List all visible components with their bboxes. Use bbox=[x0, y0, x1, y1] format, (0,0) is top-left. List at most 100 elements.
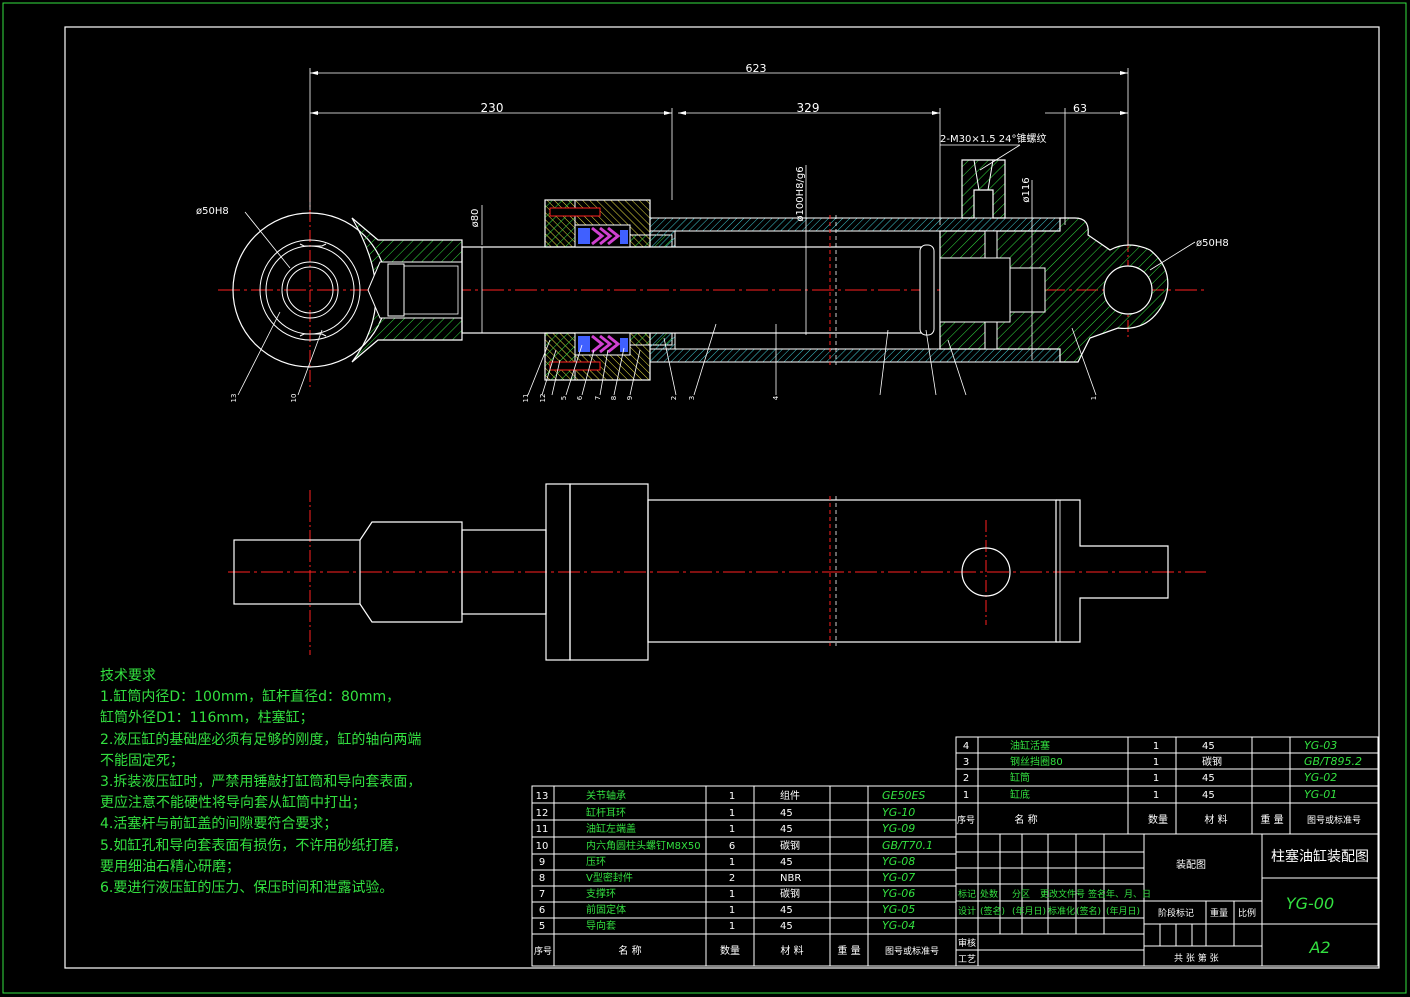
bom-cell: 45 bbox=[1202, 773, 1215, 784]
bom-cell: 导向套 bbox=[586, 919, 616, 932]
requirements-title: 技术要求 bbox=[100, 668, 156, 684]
bom-cell: 碳钢 bbox=[1202, 755, 1222, 768]
bom-cell: YG-04 bbox=[882, 919, 915, 932]
bom-cell: 1 bbox=[729, 905, 735, 916]
bom-cell: 1 bbox=[1153, 773, 1159, 784]
requirement-line: 6.要进行液压缸的压力、保压时间和泄露试验。 bbox=[100, 880, 394, 897]
bom-cell: 前固定体 bbox=[586, 903, 626, 916]
leader-label: 7 bbox=[594, 396, 602, 400]
bom-cell: YG-05 bbox=[882, 903, 915, 916]
bom-cell: 2 bbox=[963, 773, 969, 784]
dim-middle: 329 bbox=[797, 101, 820, 115]
bom-header: 重 量 bbox=[1260, 813, 1283, 826]
title-block-text: 标记 处数 分区 更改文件号 签名 年、月、日 设计 (签名) (年月日) 标准… bbox=[958, 848, 1369, 965]
leader-label: 5 bbox=[560, 396, 568, 400]
requirement-line: 5.如缸孔和导向套表面有损伤，不许用砂纸打磨， bbox=[100, 837, 408, 854]
leader-label: 10 bbox=[290, 394, 298, 403]
bom-cell: 内六角圆柱头螺钉M8X50 bbox=[586, 839, 701, 852]
bom-header: 重 量 bbox=[837, 944, 860, 957]
bom-cell: 45 bbox=[780, 921, 793, 932]
bom-cell: YG-07 bbox=[882, 871, 915, 884]
bom-cell: 1 bbox=[729, 824, 735, 835]
bom-cell: YG-08 bbox=[882, 855, 915, 868]
requirement-line: 不能固定死； bbox=[100, 752, 184, 769]
bom-cell: YG-03 bbox=[1304, 739, 1337, 752]
bom-cell: 支撑环 bbox=[586, 887, 616, 900]
bom-cell: 缸底 bbox=[1010, 788, 1030, 801]
bom-cell: GE50ES bbox=[882, 789, 925, 802]
bom-cell: 45 bbox=[780, 824, 793, 835]
tb-sheets: 共 张 第 张 bbox=[1174, 952, 1219, 964]
bom-cell: 7 bbox=[539, 889, 545, 900]
bom-cell: 6 bbox=[539, 905, 545, 916]
tb-r2-0: 设计 bbox=[958, 905, 976, 917]
bom-cell: 碳钢 bbox=[780, 839, 800, 852]
bom-cell: 12 bbox=[536, 808, 549, 819]
bom-cell: 压环 bbox=[586, 856, 606, 868]
technical-requirements: 技术要求 1.缸筒内径D：100mm，缸杆直径d：80mm， 缸筒外径D1：11… bbox=[100, 666, 421, 899]
dim-eye-right: ø50H8 bbox=[1196, 238, 1229, 249]
bom-left-table bbox=[531, 785, 957, 967]
bom-cell: 1 bbox=[729, 889, 735, 900]
bom-cell: 缸筒 bbox=[1010, 771, 1030, 784]
bom-cell: 45 bbox=[1202, 790, 1215, 801]
section-view: 623 230 329 63 2-M30×1.5 24°锥螺纹 ø50H8 ø5… bbox=[196, 62, 1229, 402]
dim-right: 63 bbox=[1073, 102, 1087, 115]
bom-cell: 1 bbox=[729, 921, 735, 932]
leader-label: 2 bbox=[670, 396, 678, 400]
leader-label: 11 bbox=[522, 394, 530, 403]
bom-cell: YG-01 bbox=[1304, 788, 1337, 801]
bom-left-rows: 13 关节轴承 1 组件 GE50ES 12 缸杆耳环 1 45 YG-10 1… bbox=[534, 789, 939, 957]
tb-r1-4: 签名 bbox=[1088, 888, 1106, 900]
leader-label: 8 bbox=[610, 396, 618, 400]
leader-label: 12 bbox=[539, 394, 547, 403]
tb-r2-1: (签名) bbox=[980, 905, 1005, 917]
tb-r1-2: 分区 bbox=[1012, 889, 1030, 900]
bom-cell: YG-10 bbox=[882, 806, 915, 819]
bom-cell: 4 bbox=[963, 741, 969, 752]
requirement-line: 要用细油石精心研磨； bbox=[100, 858, 240, 875]
bom-cell: 5 bbox=[539, 921, 545, 932]
bom-cell: 45 bbox=[780, 808, 793, 819]
dim-overall: 623 bbox=[746, 62, 767, 75]
bom-cell: 油缸左端盖 bbox=[586, 822, 636, 835]
dim-eye-left: ø50H8 bbox=[196, 206, 229, 217]
bom-header: 图号或标准号 bbox=[885, 945, 939, 957]
bom-cell: V型密封件 bbox=[586, 871, 633, 884]
bom-cell: 1 bbox=[963, 790, 969, 801]
tb-r1-5: 年、月、日 bbox=[1106, 888, 1151, 900]
tb-weight: 重量 bbox=[1210, 907, 1228, 919]
tb-r2-4: (签名) bbox=[1076, 905, 1101, 917]
bom-cell: 45 bbox=[780, 905, 793, 916]
dim-left: 230 bbox=[481, 101, 504, 115]
leader-label: 1 bbox=[1090, 396, 1098, 400]
requirement-line: 2.液压缸的基础座必须有足够的刚度，缸的轴向两端 bbox=[100, 731, 422, 748]
bom-header: 材 料 bbox=[780, 944, 803, 957]
dim-bore: ø100H8/g6 bbox=[795, 166, 806, 221]
bom-cell: 1 bbox=[729, 791, 735, 802]
bom-cell: 碳钢 bbox=[780, 887, 800, 900]
bom-cell: 8 bbox=[539, 873, 545, 884]
tb-stage: 阶段标记 bbox=[1158, 907, 1194, 919]
bom-cell: NBR bbox=[780, 873, 801, 884]
bom-cell: 1 bbox=[729, 808, 735, 819]
bom-cell: 1 bbox=[1153, 741, 1159, 752]
bom-cell: 3 bbox=[963, 757, 969, 768]
requirement-line: 1.缸筒内径D：100mm，缸杆直径d：80mm， bbox=[100, 689, 401, 706]
bom-cell: 13 bbox=[536, 791, 549, 802]
bom-cell: 1 bbox=[729, 857, 735, 868]
bom-cell: 油缸活塞 bbox=[1010, 739, 1050, 752]
bom-cell: 11 bbox=[536, 824, 549, 835]
outside-view bbox=[228, 483, 1206, 661]
bom-cell: 缸杆耳环 bbox=[586, 806, 626, 819]
leader-label: 6 bbox=[576, 395, 584, 400]
dim-rod: ø80 bbox=[470, 209, 481, 228]
bom-cell: GB/T70.1 bbox=[882, 839, 933, 852]
bom-cell: 1 bbox=[1153, 757, 1159, 768]
tb-r1-0: 标记 bbox=[958, 888, 976, 900]
leader-label: 13 bbox=[230, 394, 238, 403]
leader-label: 4 bbox=[772, 395, 780, 400]
bom-cell: 10 bbox=[536, 841, 549, 852]
requirement-line: 4.活塞杆与前缸盖的间隙要符合要求； bbox=[100, 816, 338, 833]
